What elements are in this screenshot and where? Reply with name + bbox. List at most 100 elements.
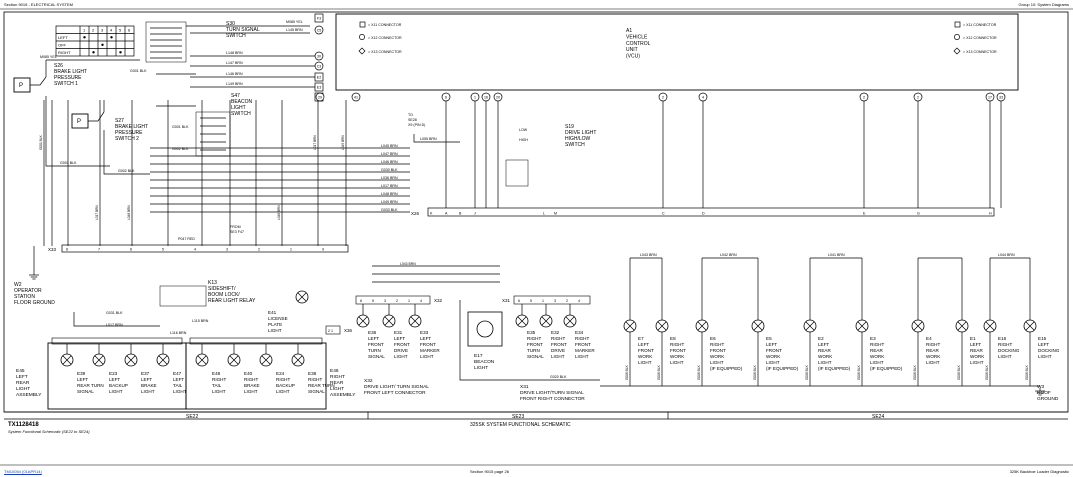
- v-label: G006 BLK: [657, 364, 661, 380]
- x32-connector-label: DRIVE LIGHT/ TURN SIGNAL: [364, 384, 429, 390]
- rear-left-lamp-label: BRAKE: [141, 383, 157, 388]
- rear-right-lamp-label: RIGHT: [308, 377, 322, 382]
- v-label: G006 BLK: [625, 364, 629, 380]
- s26-label: SWITCH 1: [54, 81, 78, 87]
- legend-x13: = X13 CONNECTOR: [368, 50, 402, 54]
- wire-g020: [459, 300, 600, 381]
- s19-high: HIGH: [519, 138, 528, 142]
- x31-pin: 6: [518, 299, 520, 303]
- rear-right-lamp-icon-cross: [261, 355, 271, 365]
- work-lamp-label: REAR: [870, 348, 883, 353]
- wire-label-l147: L147 BRN: [226, 61, 243, 65]
- e46-assembly: [185, 342, 327, 410]
- e45-label: ASSEMBLY: [16, 392, 42, 398]
- wire-g002: [103, 130, 150, 175]
- x33-pin: 2: [258, 248, 260, 252]
- e17-label: BEACON: [474, 359, 495, 365]
- table-col-header: 2: [92, 28, 95, 33]
- legend2-x12-icon: [954, 34, 960, 40]
- work-lamp-label: FRONT: [766, 348, 782, 353]
- x32-pin: 3: [384, 299, 386, 303]
- wire-l055: [413, 134, 460, 143]
- w3-label: GROUND: [1037, 396, 1059, 402]
- work-lamp-label: E7: [638, 336, 644, 341]
- s30-switch-body: [145, 21, 187, 63]
- e45-label: LIGHT: [16, 386, 30, 392]
- vcu-label: VEHICLE: [626, 34, 648, 40]
- e17-label: E17: [474, 353, 483, 359]
- work-lamp-label: E8: [670, 336, 676, 341]
- terminal-e2-label: E2: [317, 75, 321, 79]
- s26-label: S26: [54, 63, 63, 69]
- w2-label: OPERATOR: [14, 288, 42, 294]
- front-left-lamp-label: FRONT: [368, 342, 384, 347]
- e17-label: LIGHT: [474, 365, 488, 371]
- wire-label-l042: L042 BRN: [720, 253, 737, 257]
- x26-pin: E: [863, 212, 866, 216]
- x31-pin: 3: [554, 299, 556, 303]
- v-label: G006 BLK: [1025, 364, 1029, 380]
- rear-left-lamp-label: BACKUP: [109, 383, 128, 388]
- rear-left-lamp-label: E39: [77, 371, 86, 376]
- table-col-header: 6: [128, 28, 131, 33]
- footer-left-link[interactable]: TM10054 (01APR14): [4, 469, 42, 474]
- work-lamp-icon-cross: [625, 321, 635, 331]
- x26-pin: D: [702, 212, 705, 216]
- work-lamp-icon-cross: [985, 321, 995, 331]
- rear-left-lamp-label: E37: [141, 371, 150, 376]
- work-lamp-label: E1: [970, 336, 976, 341]
- rear-right-lamp-label: LIGHT: [244, 389, 258, 394]
- work-lamp-icon-cross: [697, 321, 707, 331]
- x32-connector: [355, 295, 431, 305]
- x31-connector: [513, 295, 591, 305]
- work-lamp-label: (IF EQUIPPED): [870, 366, 903, 371]
- work-lamp-label: REAR: [818, 348, 831, 353]
- e45-label: REAR: [16, 380, 30, 386]
- legend2-x11-icon: [954, 21, 961, 28]
- w3-label: W3: [1037, 384, 1045, 390]
- e17-beacon-body: [467, 311, 503, 347]
- rear-left-lamp-label: LIGHT: [173, 389, 187, 394]
- legend-x12: = X12 CONNECTOR: [368, 36, 402, 40]
- rear-right-lamp-label: LIGHT: [276, 389, 290, 394]
- work-lamp-label: E2: [818, 336, 824, 341]
- work-lamp-label: LIGHT: [670, 360, 684, 365]
- e45-label: E45: [16, 368, 25, 374]
- wire-label-l044: L044 BRN: [998, 253, 1015, 257]
- table-col-header: 3: [101, 28, 104, 33]
- footer-center: Section 9015 page 26: [470, 469, 509, 474]
- s27-label: SWITCH 2: [115, 136, 139, 142]
- e45-assembly: [47, 342, 187, 410]
- rear-left-lamp-icon-cross: [158, 355, 168, 365]
- front-right-lamp-label: E35: [527, 330, 536, 335]
- x26-pin: K: [430, 212, 433, 216]
- e46-connector: [189, 337, 323, 345]
- work-lamp-label: LIGHT: [818, 360, 832, 365]
- x32-label: X32: [434, 298, 443, 303]
- front-left-lamp-label: E31: [394, 330, 403, 335]
- s27-contact: [88, 111, 105, 122]
- work-lamp-label: DOCKING: [998, 348, 1020, 353]
- vcu-pin-label: 1: [474, 95, 476, 99]
- e46-label: REAR: [330, 380, 344, 386]
- x31-pin: 2: [566, 299, 568, 303]
- table-col-header: 5: [119, 28, 122, 33]
- work-lamp-icon-cross: [913, 321, 923, 331]
- front-left-lamp-icon-cross: [410, 316, 420, 326]
- v-label: G006 BLK: [697, 364, 701, 380]
- v-label: G006 BLK: [753, 364, 757, 380]
- legend2-x13: = X13 CONNECTOR: [963, 50, 997, 54]
- x32-connector-label: X32: [364, 378, 373, 384]
- vcu-pin-label: 2: [662, 95, 664, 99]
- work-lamp-label: RIGHT: [998, 342, 1012, 347]
- rear-left-lamp-icon-cross: [94, 355, 104, 365]
- terminal-c5: [314, 25, 324, 35]
- legend-x11: = X11 CONNECTOR: [368, 23, 402, 27]
- s27-label: PRESSURE: [115, 130, 143, 136]
- work-lamp-label: WORK: [970, 354, 985, 359]
- wire-label-g001: G001 BLK: [60, 161, 77, 165]
- e45-label: LEFT: [16, 374, 28, 380]
- front-left-lamp-icon-cross: [384, 316, 394, 326]
- x31-connector-label: DRIVE LIGHT/TURN SIGNAL: [520, 390, 584, 396]
